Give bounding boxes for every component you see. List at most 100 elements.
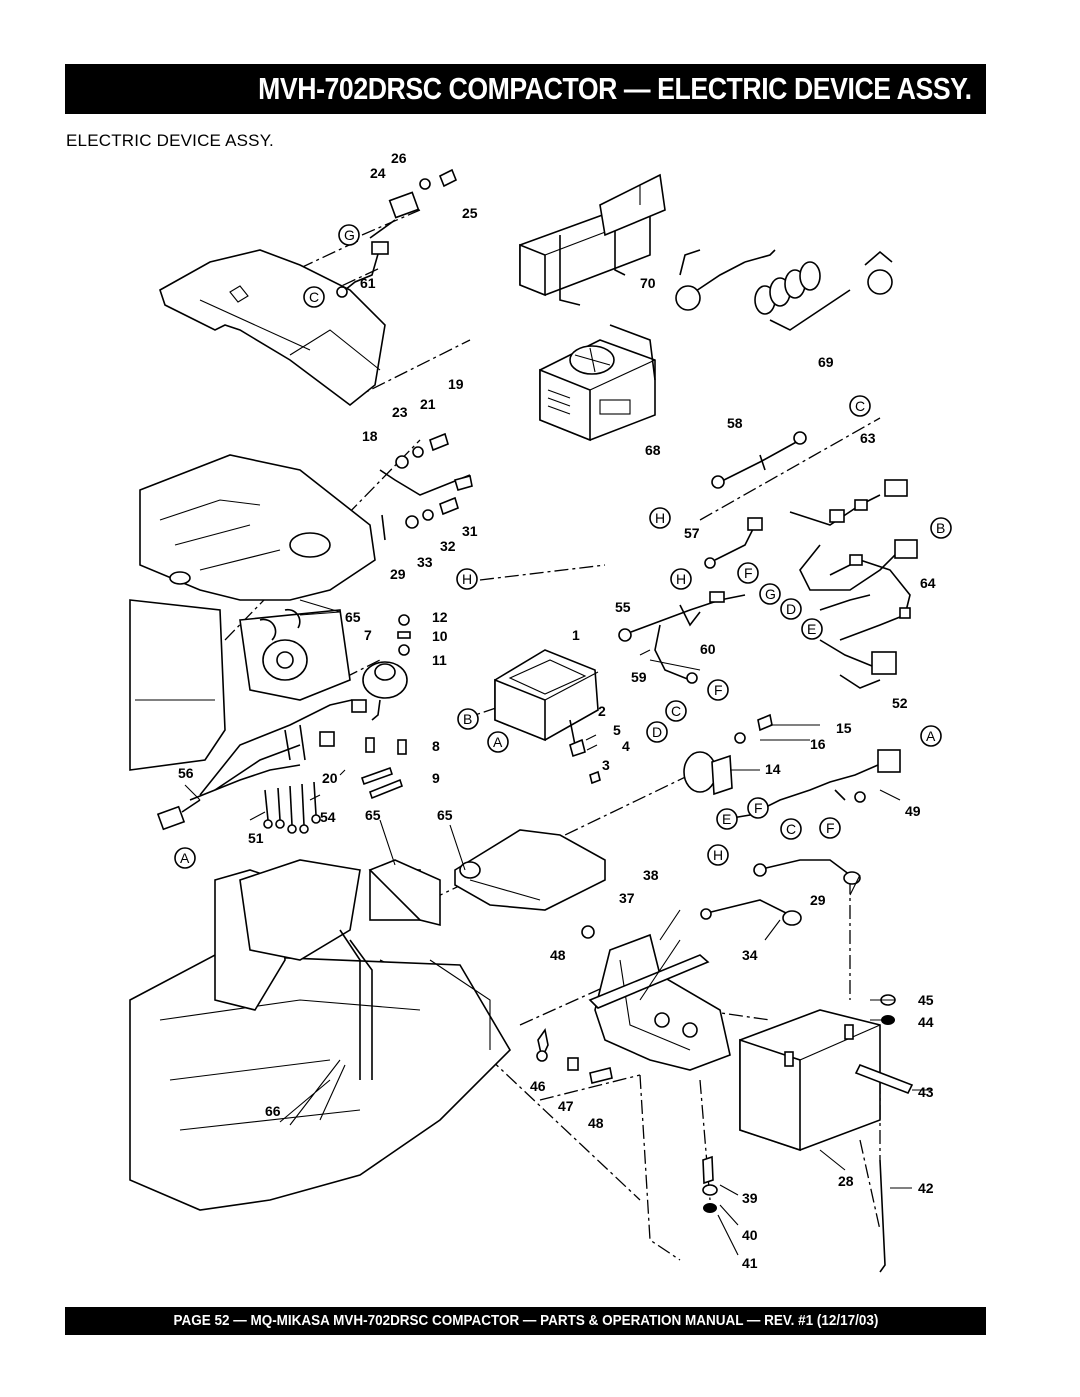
svg-text:H: H bbox=[655, 510, 665, 526]
page-footer: PAGE 52 — MQ-MIKASA MVH-702DRSC COMPACTO… bbox=[65, 1307, 986, 1335]
svg-text:D: D bbox=[652, 724, 662, 740]
svg-text:C: C bbox=[671, 703, 681, 719]
part-label: 28 bbox=[838, 1173, 854, 1189]
bracket-part-65 bbox=[454, 829, 606, 911]
part-label: 33 bbox=[417, 554, 433, 570]
connector-callout: E bbox=[716, 808, 738, 830]
part-label: 46 bbox=[530, 1078, 546, 1094]
battery-tray-part-37 bbox=[588, 933, 731, 1071]
part-label: 9 bbox=[432, 770, 440, 786]
battery-cables-29-34 bbox=[700, 859, 861, 926]
part-label: 20 bbox=[322, 770, 338, 786]
part-label: 11 bbox=[432, 652, 447, 668]
connector-callout: C bbox=[303, 286, 325, 308]
svg-text:C: C bbox=[309, 289, 319, 305]
part-label: 4 bbox=[622, 738, 630, 754]
part-label: 44 bbox=[918, 1014, 934, 1030]
svg-text:C: C bbox=[786, 821, 796, 837]
connector-callout: C bbox=[849, 395, 871, 417]
svg-text:C: C bbox=[855, 398, 865, 414]
part-label: 59 bbox=[631, 669, 647, 685]
part-label: 65 bbox=[437, 807, 453, 823]
part-label: 43 bbox=[918, 1084, 934, 1100]
part-label: 38 bbox=[643, 867, 659, 883]
svg-text:E: E bbox=[807, 621, 816, 637]
harness-56 bbox=[799, 539, 918, 641]
part-label: 3 bbox=[602, 757, 610, 773]
part-label: 37 bbox=[619, 890, 635, 906]
svg-text:F: F bbox=[754, 800, 763, 816]
part-label: 48 bbox=[588, 1115, 604, 1131]
part-label: 66 bbox=[265, 1103, 281, 1119]
part-label: 32 bbox=[440, 538, 456, 554]
svg-text:H: H bbox=[462, 571, 472, 587]
part-label: 63 bbox=[860, 430, 876, 446]
connector-callout: D bbox=[780, 598, 802, 620]
part-label: 54 bbox=[320, 809, 336, 825]
harness-58-64 bbox=[618, 591, 746, 684]
connector-callout: C bbox=[665, 700, 687, 722]
part-label: 23 bbox=[392, 404, 408, 420]
part-label: 61 bbox=[360, 275, 376, 291]
svg-text:E: E bbox=[722, 811, 731, 827]
part-label: 39 bbox=[742, 1190, 758, 1206]
part-label: 47 bbox=[558, 1098, 574, 1114]
section-subtitle: ELECTRIC DEVICE ASSY. bbox=[66, 131, 274, 150]
part-label: 25 bbox=[462, 205, 478, 221]
engine-block bbox=[129, 454, 376, 771]
part-label: 68 bbox=[645, 442, 661, 458]
svg-text:B: B bbox=[463, 711, 472, 727]
connector-callout: A bbox=[487, 731, 509, 753]
cover-plate-part bbox=[159, 249, 386, 407]
part-label: 5 bbox=[613, 722, 621, 738]
part-label: 65 bbox=[345, 609, 361, 625]
part-label: 29 bbox=[390, 566, 406, 582]
cables-59-61 bbox=[704, 431, 807, 569]
part-label: 56 bbox=[178, 765, 194, 781]
relay-connector-part bbox=[336, 168, 458, 298]
part-label: 52 bbox=[892, 695, 908, 711]
part-label: 29 bbox=[810, 892, 826, 908]
svg-text:G: G bbox=[344, 227, 355, 243]
part-label: 18 bbox=[362, 428, 378, 444]
wire-harness-52 bbox=[156, 699, 407, 834]
machine-frame bbox=[129, 859, 512, 1211]
svg-text:D: D bbox=[786, 601, 796, 617]
svg-text:H: H bbox=[676, 571, 686, 587]
part-label: 65 bbox=[365, 807, 381, 823]
connector-callout: G bbox=[338, 224, 360, 246]
part-label: 7 bbox=[364, 627, 372, 643]
svg-text:B: B bbox=[936, 520, 945, 536]
leader-lines bbox=[184, 599, 932, 1256]
connector-callout: H bbox=[649, 507, 671, 529]
connector-callout: F bbox=[707, 679, 729, 701]
part-label: 60 bbox=[700, 641, 716, 657]
part-label: 1 bbox=[572, 627, 580, 643]
fuse-box-part-70 bbox=[519, 173, 666, 306]
coiled-cable-part-69 bbox=[675, 249, 893, 331]
svg-text:F: F bbox=[826, 820, 835, 836]
part-label: 19 bbox=[448, 376, 464, 392]
part-label: 40 bbox=[742, 1227, 758, 1243]
part-label: 57 bbox=[684, 525, 700, 541]
connector-callout: H bbox=[707, 844, 729, 866]
part-label: 58 bbox=[727, 415, 743, 431]
key-switch-part-14 bbox=[683, 713, 773, 796]
part-label: 14 bbox=[765, 761, 781, 777]
connector-callout: F bbox=[819, 817, 841, 839]
connector-callout: F bbox=[747, 797, 769, 819]
part-label: 51 bbox=[248, 830, 264, 846]
footer-text: PAGE 52 — MQ-MIKASA MVH-702DRSC COMPACTO… bbox=[173, 1313, 878, 1329]
part-label: 64 bbox=[920, 575, 936, 591]
harness-51 bbox=[719, 749, 901, 821]
part-label: 41 bbox=[742, 1255, 758, 1271]
part-label: 48 bbox=[550, 947, 566, 963]
part-label: 2 bbox=[598, 703, 606, 719]
part-label: 26 bbox=[391, 150, 407, 166]
page-header: MVH-702DRSC COMPACTOR — ELECTRIC DEVICE … bbox=[65, 64, 986, 114]
part-label: 31 bbox=[462, 523, 478, 539]
svg-text:F: F bbox=[714, 682, 723, 698]
bolts-harness-18-21 bbox=[379, 432, 473, 541]
part-label: 55 bbox=[615, 599, 631, 615]
part-label: 69 bbox=[818, 354, 834, 370]
